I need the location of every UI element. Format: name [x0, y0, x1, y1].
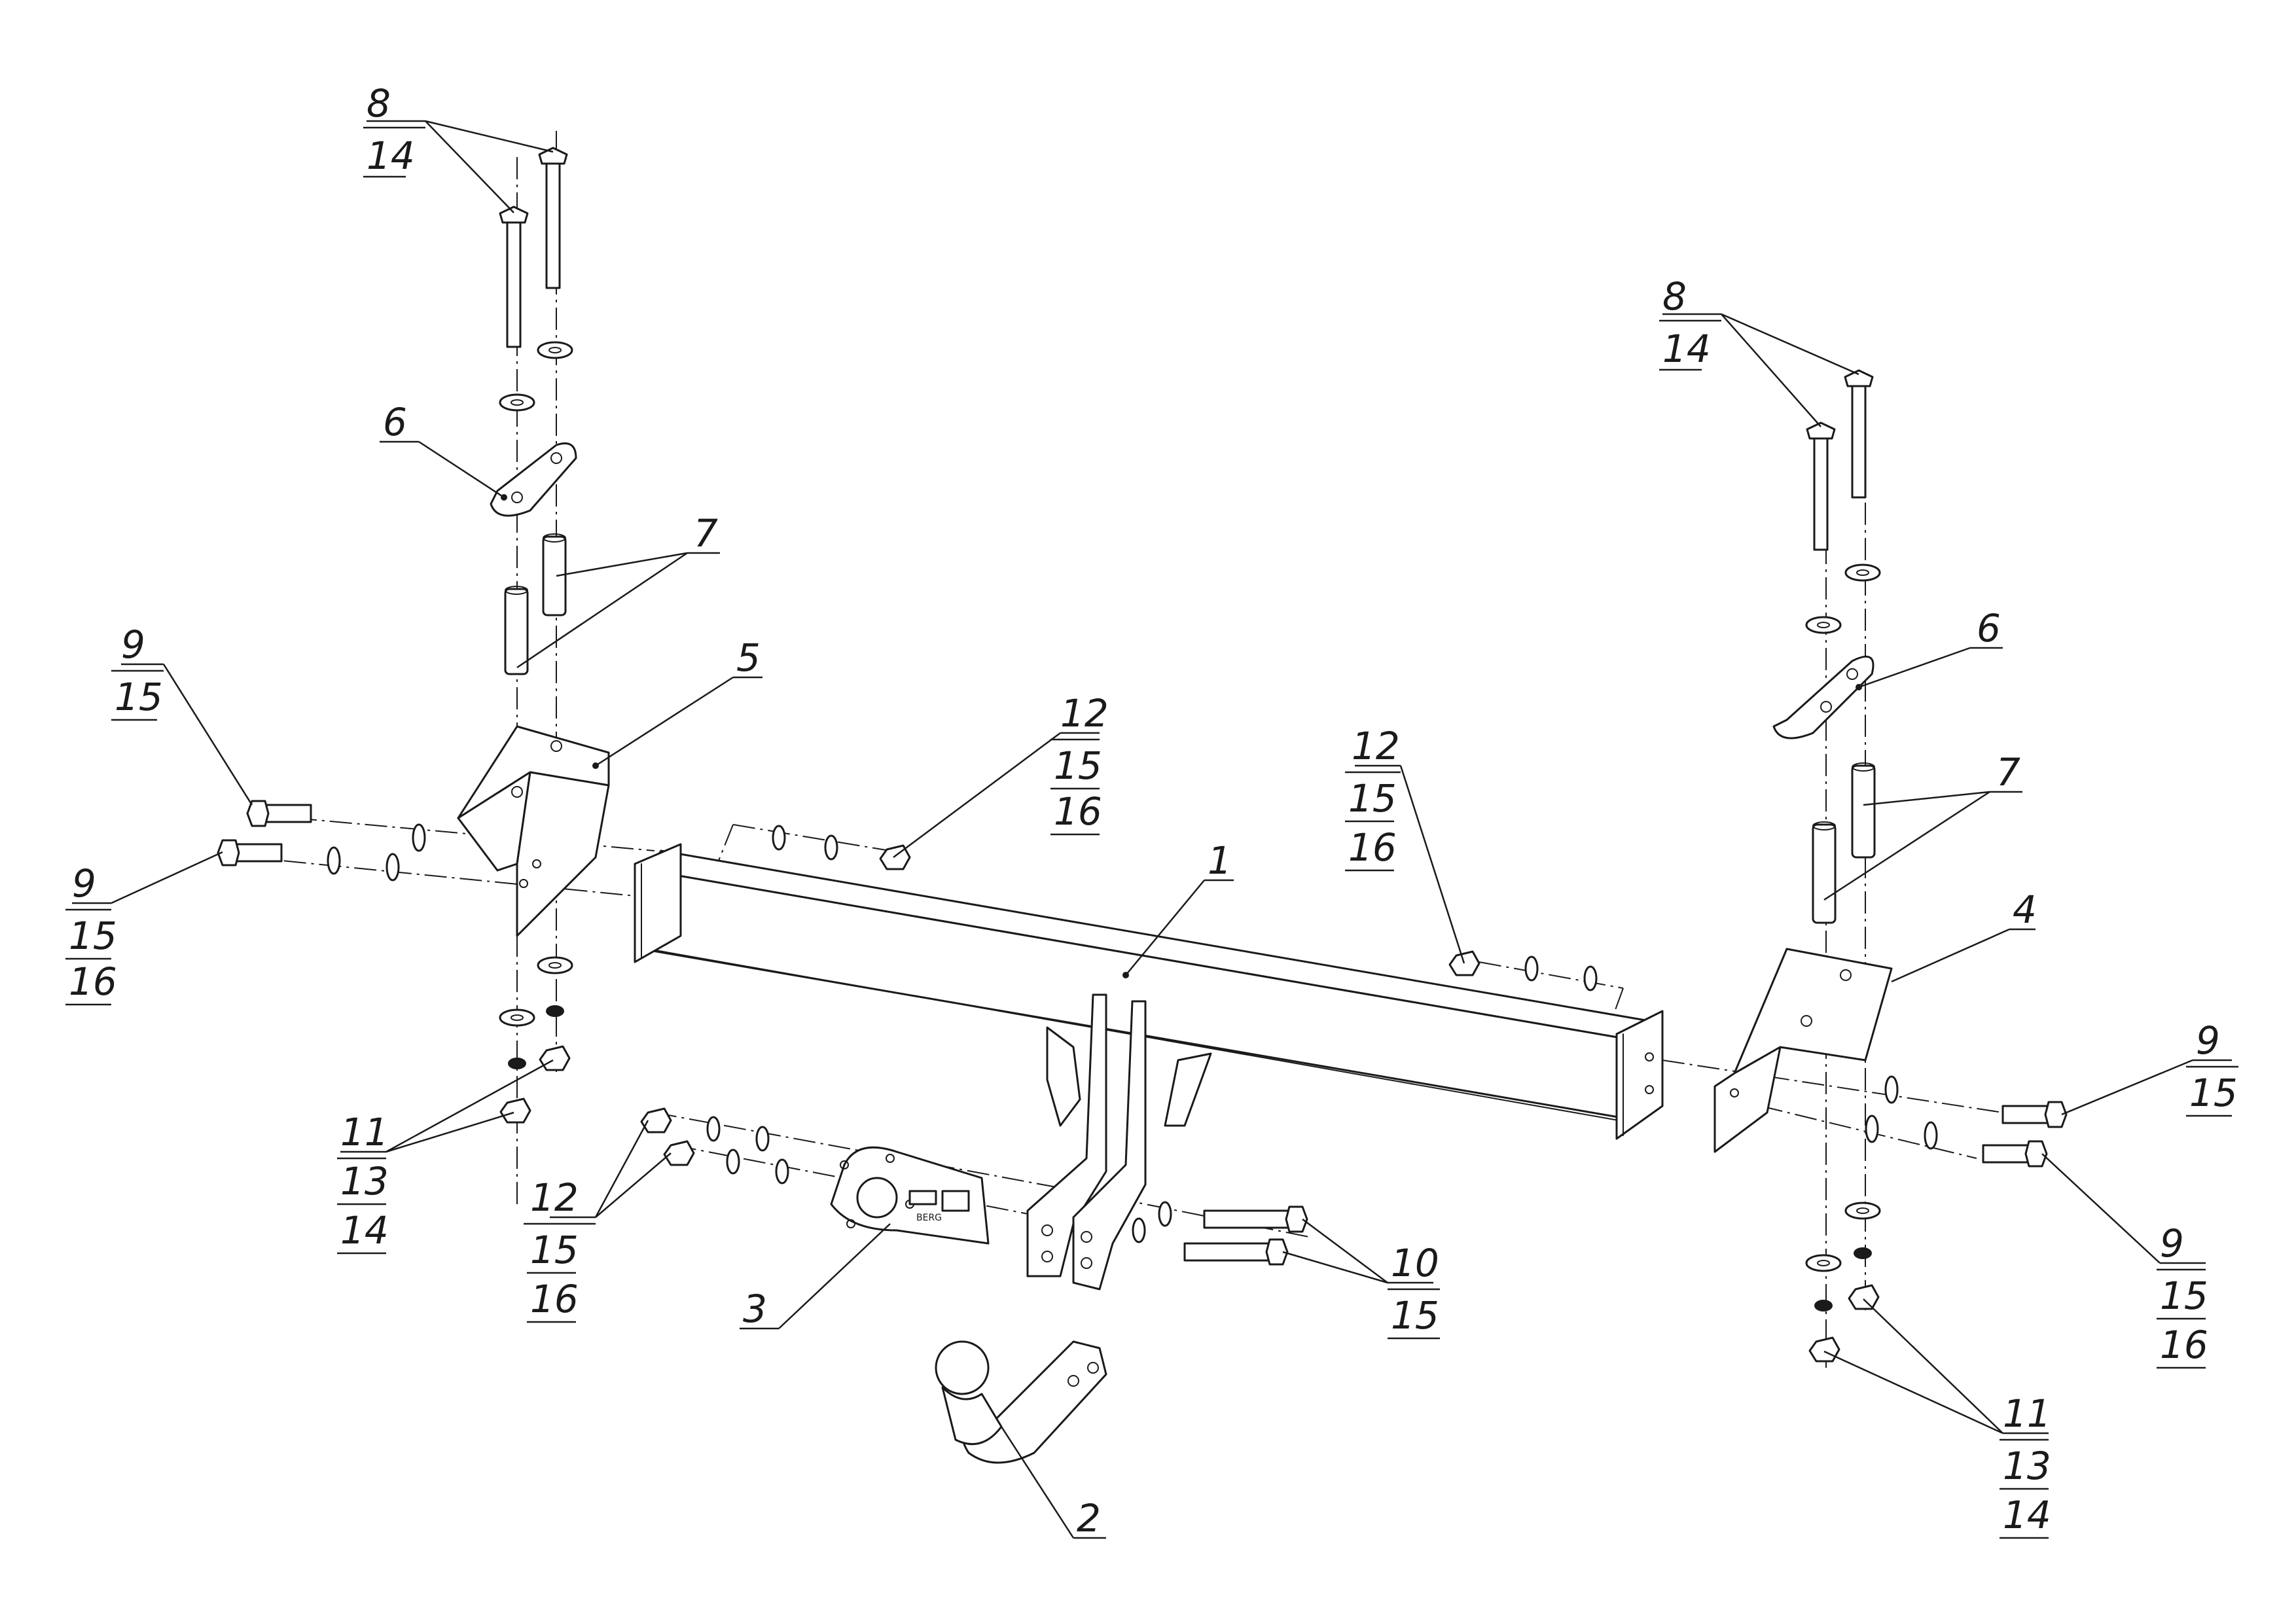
svg-text:12: 12 [1060, 691, 1109, 736]
callout-8-14-right: 8 14 [1662, 274, 1711, 371]
svg-text:16: 16 [69, 959, 117, 1004]
svg-text:7: 7 [694, 511, 718, 556]
svg-text:6: 6 [383, 400, 407, 444]
callout-underlines [65, 126, 2238, 1539]
central-mount-plates [1026, 993, 1212, 1291]
callout-9-15-left-top: 9 15 [115, 622, 163, 719]
callout-4: 4 [2013, 887, 2037, 932]
callout-12-15-16-center: 12 15 16 [1054, 691, 1109, 834]
callout-11-13-14-left: 11 13 14 [340, 1110, 389, 1253]
svg-text:15: 15 [2160, 1274, 2208, 1318]
svg-text:10: 10 [1391, 1241, 1439, 1285]
tow-ball [935, 1340, 1107, 1464]
callout-2: 2 [1077, 1496, 1101, 1541]
callout-12-15-16-right: 12 15 16 [1348, 724, 1400, 870]
plate-brand: BERG [916, 1213, 942, 1223]
svg-text:14: 14 [340, 1208, 389, 1253]
callout-9-15-right-top: 9 15 [2189, 1018, 2238, 1115]
svg-text:8: 8 [367, 81, 391, 126]
socket-bracket: BERG [830, 1146, 990, 1245]
callout-1: 1 [1208, 838, 1232, 883]
callout-12-15-16-left: 12 15 16 [530, 1175, 579, 1321]
svg-text:15: 15 [2189, 1071, 2238, 1115]
callout-6-right: 6 [1977, 606, 2001, 651]
svg-text:9: 9 [2196, 1018, 2220, 1063]
callout-10-15: 10 15 [1391, 1241, 1439, 1338]
callout-9-15-16-right-bottom: 9 15 16 [2160, 1221, 2208, 1367]
right-side-bracket [1713, 948, 1893, 1153]
long-bolts [499, 147, 1874, 551]
svg-text:14: 14 [367, 134, 415, 178]
callout-8-14-left: 8 14 [367, 81, 415, 178]
svg-text:16: 16 [2160, 1323, 2208, 1367]
svg-text:7: 7 [1996, 750, 2020, 794]
svg-text:13: 13 [2003, 1444, 2051, 1488]
leader-lines [72, 120, 2232, 1539]
svg-text:9: 9 [2160, 1221, 2184, 1266]
callout-3: 3 [743, 1287, 767, 1331]
svg-text:3: 3 [743, 1287, 767, 1331]
svg-text:15: 15 [115, 675, 163, 719]
svg-text:6: 6 [1977, 606, 2001, 651]
short-bolts [217, 800, 2068, 1266]
svg-text:8: 8 [1662, 274, 1687, 319]
svg-text:15: 15 [69, 914, 117, 958]
svg-text:9: 9 [72, 861, 96, 906]
callout-7-left: 7 [694, 511, 718, 556]
svg-text:15: 15 [1391, 1293, 1439, 1338]
left-top-plate [490, 442, 577, 517]
svg-text:2: 2 [1077, 1496, 1101, 1541]
svg-text:15: 15 [530, 1228, 579, 1272]
spacer-tubes [504, 533, 1876, 924]
callout-11-13-14-right: 11 13 14 [2003, 1391, 2051, 1537]
nuts [499, 844, 1880, 1363]
callout-6-left: 6 [383, 400, 407, 444]
left-side-bracket [457, 725, 610, 937]
svg-text:1: 1 [1208, 838, 1232, 883]
svg-text:14: 14 [1662, 327, 1711, 371]
right-top-plate [1772, 655, 1874, 740]
svg-text:15: 15 [1348, 776, 1397, 821]
svg-text:16: 16 [1348, 825, 1397, 870]
svg-text:4: 4 [2013, 887, 2037, 932]
washers [327, 341, 1938, 1311]
svg-text:14: 14 [2003, 1493, 2051, 1537]
svg-text:5: 5 [736, 635, 761, 680]
svg-text:12: 12 [530, 1175, 579, 1220]
svg-text:15: 15 [1054, 743, 1102, 788]
svg-text:16: 16 [1054, 789, 1102, 834]
callout-9-15-16-left-bottom: 9 15 16 [69, 861, 117, 1004]
svg-text:16: 16 [530, 1277, 579, 1321]
svg-text:9: 9 [121, 622, 145, 667]
svg-text:13: 13 [340, 1159, 389, 1204]
svg-text:11: 11 [2003, 1391, 2051, 1436]
cross-beam [634, 843, 1664, 1140]
callout-5: 5 [736, 635, 761, 680]
callout-7-right: 7 [1996, 750, 2020, 794]
svg-text:12: 12 [1352, 724, 1400, 768]
callout-labels: 8 14 8 14 6 6 7 7 5 4 1 9 15 [69, 81, 2238, 1541]
svg-text:11: 11 [340, 1110, 389, 1154]
